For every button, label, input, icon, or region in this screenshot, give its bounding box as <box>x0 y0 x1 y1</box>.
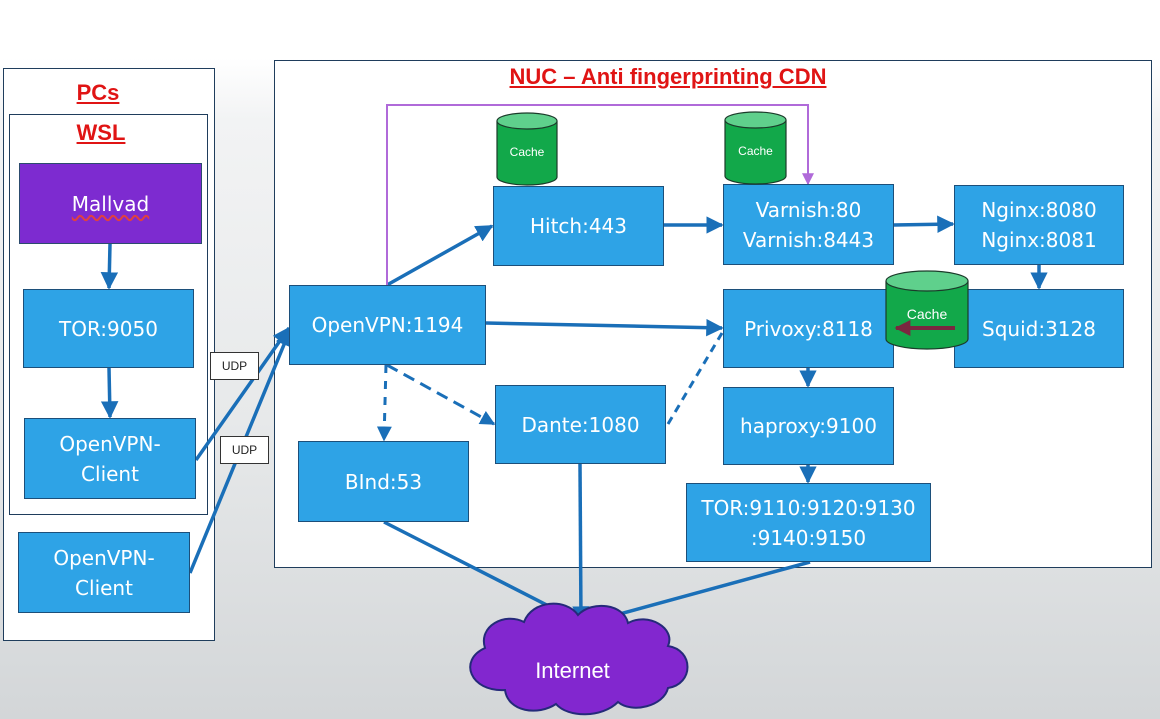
varnish-node: Varnish:80 Varnish:8443 <box>723 184 894 265</box>
pcs-title: PCs <box>76 80 120 105</box>
edge-openvpn-dante <box>386 363 496 426</box>
udp-label-wsl: UDP <box>210 352 259 380</box>
tor-multi-node: TOR:9110:9120:9130 :9140:9150 <box>686 483 931 562</box>
tor-multi-label-1: TOR:9110:9120:9130 <box>701 495 916 520</box>
database-icon <box>724 111 787 185</box>
varnish-label-1: Varnish:80 <box>755 197 862 222</box>
edge-openvpn-privoxy <box>485 318 724 337</box>
wsl-title: WSL <box>76 120 126 145</box>
internet-label: Internet <box>535 658 610 683</box>
edge-mullvad-tor <box>100 243 119 290</box>
wsl-client-label-2: Client <box>81 461 139 486</box>
haproxy-node: haproxy:9100 <box>723 387 894 465</box>
nginx-label-1: Nginx:8080 <box>981 198 1097 222</box>
mullvad-node: Mallvad <box>19 163 202 244</box>
dante-label: Dante:1080 <box>521 412 640 437</box>
hitch-cache-label: Cache <box>509 145 545 159</box>
database-icon <box>496 112 558 186</box>
squid-label: Squid:3128 <box>982 316 1096 341</box>
tor-multi-label-2: :9140:9150 <box>750 525 867 550</box>
udp-label-pc: UDP <box>220 436 269 464</box>
varnish-cache-label: Cache <box>738 144 773 158</box>
edge-wsl-client-openvpn <box>194 326 291 462</box>
haproxy-label: haproxy:9100 <box>740 414 877 438</box>
varnish-cache: Cache <box>724 111 787 185</box>
hitch-cache: Cache <box>496 112 558 186</box>
wsl-openvpn-client-node: OpenVPN- Client <box>24 418 196 499</box>
mullvad-label: Mallvad <box>71 191 150 216</box>
hitch-node: Hitch:443 <box>493 186 664 266</box>
nginx-node: Nginx:8080 Nginx:8081 <box>954 185 1124 265</box>
varnish-label-2: Varnish:8443 <box>742 227 875 252</box>
hitch-label: Hitch:443 <box>529 214 628 238</box>
edge-varnish-nginx <box>893 215 955 234</box>
edge-openvpn-bind <box>376 364 392 442</box>
openvpn-label: OpenVPN:1194 <box>311 313 464 337</box>
privoxy-node: Privoxy:8118 <box>723 289 894 368</box>
wsl-client-label-1: OpenVPN- <box>59 431 161 456</box>
nuc-title: NUC – Anti fingerprinting CDN <box>509 64 827 89</box>
openvpn-server-node: OpenVPN:1194 <box>289 285 486 365</box>
edge-tor-wsl-client <box>100 367 119 419</box>
tor9050-node: TOR:9050 <box>23 289 194 368</box>
edge-dante-privoxy <box>666 332 724 425</box>
edge-openvpn-hitch <box>386 224 494 287</box>
tor9050-label: TOR:9050 <box>59 316 158 341</box>
squid-node: Squid:3128 <box>954 289 1124 368</box>
bind-label: BInd:53 <box>344 469 423 494</box>
edge-openvpn-varnish-bypass <box>386 104 814 285</box>
dante-node: Dante:1080 <box>495 385 666 464</box>
squid-cache-label: Cache <box>906 306 948 322</box>
pc-client-label-1: OpenVPN- <box>53 545 155 570</box>
edge-dante-internet <box>572 463 590 624</box>
pc-client-label-2: Client <box>75 575 133 600</box>
privoxy-label: Privoxy:8118 <box>744 316 873 341</box>
pc-openvpn-client-node: OpenVPN- Client <box>18 532 190 613</box>
bind-node: BInd:53 <box>298 441 469 522</box>
nginx-label-2: Nginx:8081 <box>981 228 1097 252</box>
